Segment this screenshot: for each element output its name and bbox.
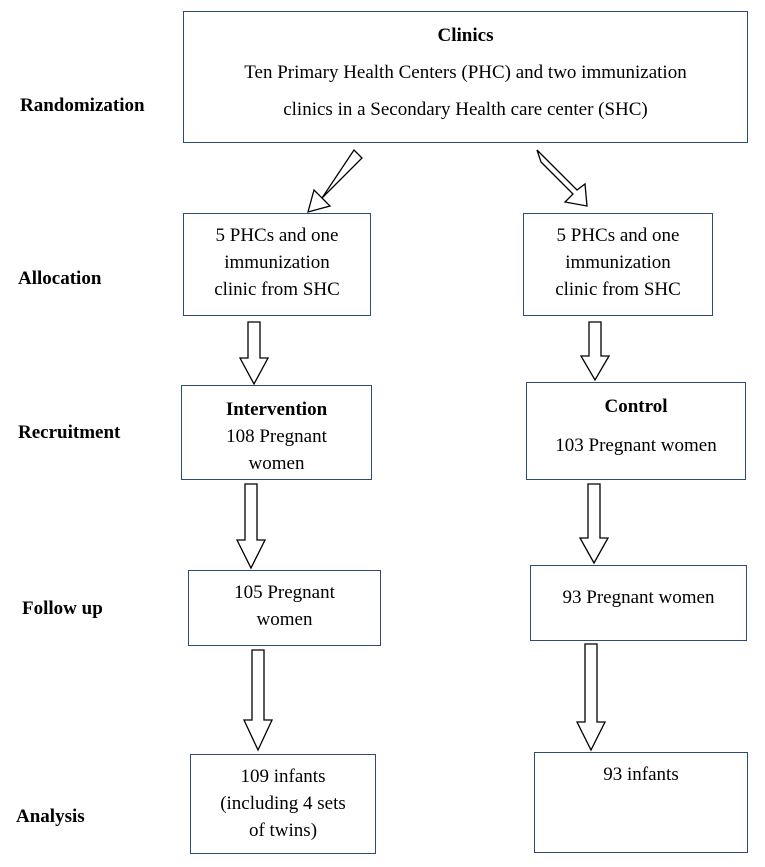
clinics-line-1: Ten Primary Health Centers (PHC) and two… bbox=[244, 62, 687, 83]
recruitment-line-1: 103 Pregnant women bbox=[555, 435, 717, 456]
intervention-title: Intervention bbox=[225, 399, 328, 420]
stage-label-recruitment: Recruitment bbox=[18, 422, 121, 443]
recruitment-box-control: Control 103 Pregnant women bbox=[526, 382, 746, 480]
allocation-line-3: clinic from SHC bbox=[555, 279, 681, 300]
allocation-line-1: 5 PHCs and one bbox=[556, 225, 680, 246]
clinics-box: Clinics Ten Primary Health Centers (PHC)… bbox=[183, 11, 748, 143]
arrow-right-allocation-to-recruitment bbox=[579, 321, 611, 382]
analysis-line-1: 93 infants bbox=[603, 764, 679, 785]
control-title: Control bbox=[604, 396, 668, 417]
stage-label-allocation: Allocation bbox=[18, 268, 102, 289]
clinics-line-2: clinics in a Secondary Health care cente… bbox=[283, 99, 648, 120]
allocation-line-2: immunization bbox=[565, 252, 671, 273]
arrow-left-follow-up-to-analysis bbox=[242, 649, 274, 752]
arrow-left-allocation-to-recruitment bbox=[238, 321, 270, 386]
recruitment-line-1: 108 Pregnant bbox=[226, 426, 327, 447]
stage-label-follow-up: Follow up bbox=[22, 598, 103, 619]
analysis-line-3: of twins) bbox=[248, 820, 318, 841]
allocation-box-control: 5 PHCs and one immunization clinic from … bbox=[523, 213, 713, 316]
follow-up-line-1: 93 Pregnant women bbox=[562, 587, 715, 608]
stage-label-analysis: Analysis bbox=[16, 806, 85, 827]
follow-up-line-2: women bbox=[256, 609, 313, 630]
allocation-line-2: immunization bbox=[224, 252, 330, 273]
recruitment-box-intervention: Intervention 108 Pregnant women bbox=[181, 385, 372, 480]
follow-up-line-1: 105 Pregnant bbox=[234, 582, 335, 603]
arrow-right-recruitment-to-follow-up bbox=[578, 483, 610, 565]
analysis-box-control: 93 infants bbox=[534, 752, 748, 853]
allocation-box-intervention: 5 PHCs and one immunization clinic from … bbox=[183, 213, 371, 316]
arrow-right-follow-up-to-analysis bbox=[575, 643, 607, 752]
arrow-left-recruitment-to-follow-up bbox=[235, 483, 267, 570]
stage-label-randomization: Randomization bbox=[20, 95, 145, 116]
analysis-box-intervention: 109 infants (including 4 sets of twins) bbox=[190, 754, 376, 854]
analysis-line-1: 109 infants bbox=[240, 766, 326, 787]
recruitment-line-2: women bbox=[248, 453, 305, 474]
follow-up-box-intervention: 105 Pregnant women bbox=[188, 570, 381, 646]
analysis-line-2: (including 4 sets bbox=[220, 793, 346, 814]
arrow-down-left bbox=[307, 148, 363, 213]
clinics-title: Clinics bbox=[437, 25, 494, 46]
follow-up-box-control: 93 Pregnant women bbox=[530, 565, 747, 641]
allocation-line-1: 5 PHCs and one bbox=[215, 225, 339, 246]
arrow-down-right bbox=[536, 149, 588, 207]
allocation-line-3: clinic from SHC bbox=[214, 279, 340, 300]
